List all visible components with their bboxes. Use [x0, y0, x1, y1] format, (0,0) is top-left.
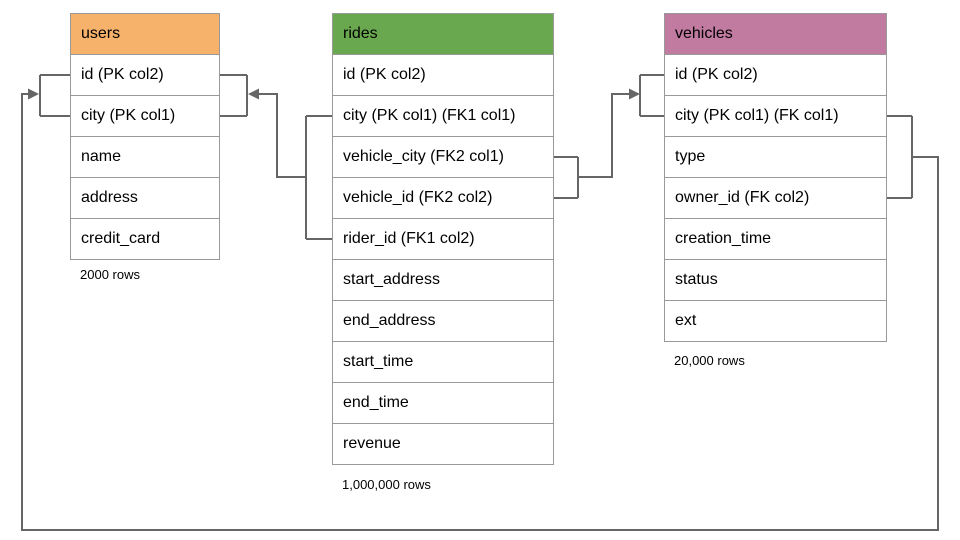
rides-to-users-line	[259, 93, 306, 178]
rides-column-rider-id: rider_id (FK1 col2)	[333, 218, 553, 259]
users-table-header: users	[71, 14, 219, 54]
users-pk-bracket-left	[39, 74, 70, 117]
vehicles-column-id: id (PK col2)	[665, 54, 886, 95]
rides-column-revenue: revenue	[333, 423, 553, 464]
vehicles-table: vehicles id (PK col2) city (PK col1) (FK…	[664, 13, 887, 342]
vehicles-column-ext: ext	[665, 300, 886, 341]
rides-table: rides id (PK col2) city (PK col1) (FK1 c…	[332, 13, 554, 465]
rides-table-header: rides	[333, 14, 553, 54]
relationship-rides-to-vehicles	[554, 74, 664, 199]
vehicles-column-creation-time: creation_time	[665, 218, 886, 259]
rides-fk2-bracket-right	[554, 156, 579, 199]
rides-column-start-time: start_time	[333, 341, 553, 382]
users-column-credit-card: credit_card	[71, 218, 219, 259]
rides-column-start-address: start_address	[333, 259, 553, 300]
rides-to-vehicles-line	[578, 93, 629, 178]
users-table: users id (PK col2) city (PK col1) name a…	[70, 13, 220, 260]
relationship-rides-to-users	[220, 74, 332, 240]
vehicles-to-users-line	[21, 93, 939, 531]
rides-fk1-bracket-left	[305, 115, 332, 240]
vehicles-column-status: status	[665, 259, 886, 300]
vehicles-column-type: type	[665, 136, 886, 177]
arrowhead-icon	[248, 88, 259, 100]
rides-column-end-address: end_address	[333, 300, 553, 341]
users-pk-bracket-right	[220, 74, 248, 117]
rides-column-id: id (PK col2)	[333, 54, 553, 95]
rides-column-end-time: end_time	[333, 382, 553, 423]
users-column-name: name	[71, 136, 219, 177]
relationship-vehicles-to-users	[21, 74, 939, 531]
rides-column-vehicle-id: vehicle_id (FK2 col2)	[333, 177, 553, 218]
vehicles-column-owner-id: owner_id (FK col2)	[665, 177, 886, 218]
vehicles-pk-bracket-left	[639, 74, 664, 117]
users-column-address: address	[71, 177, 219, 218]
users-column-id: id (PK col2)	[71, 54, 219, 95]
rides-column-vehicle-city: vehicle_city (FK2 col1)	[333, 136, 553, 177]
vehicles-fk-bracket-right	[887, 115, 913, 199]
vehicles-column-city: city (PK col1) (FK col1)	[665, 95, 886, 136]
users-column-city: city (PK col1)	[71, 95, 219, 136]
users-row-count: 2000 rows	[80, 267, 140, 282]
vehicles-row-count: 20,000 rows	[674, 353, 745, 368]
rides-row-count: 1,000,000 rows	[342, 477, 431, 492]
rides-column-city: city (PK col1) (FK1 col1)	[333, 95, 553, 136]
arrowhead-icon	[28, 88, 39, 100]
arrowhead-icon	[629, 88, 640, 100]
vehicles-table-header: vehicles	[665, 14, 886, 54]
